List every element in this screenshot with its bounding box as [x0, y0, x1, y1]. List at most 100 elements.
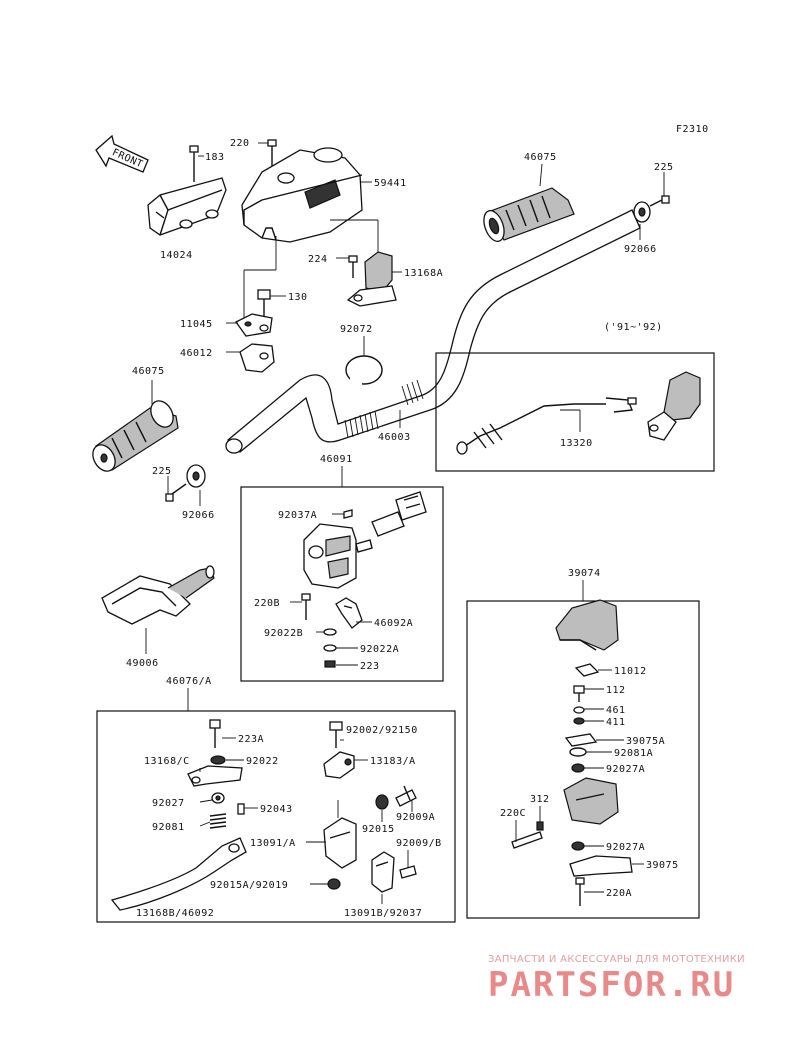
clamp-11045	[235, 313, 273, 337]
bushing-92027a-bot	[571, 841, 585, 851]
label-312: 312	[530, 794, 550, 805]
lever-box-46076a	[96, 710, 456, 923]
bolt-223a	[209, 719, 221, 748]
bushing-92027a-top	[571, 763, 585, 773]
bolt-220a	[575, 877, 585, 906]
label-223a: 223A	[238, 734, 264, 745]
label-13091a: 13091/A	[250, 838, 296, 849]
label-39075: 39075	[646, 860, 679, 871]
figure-code: F2310	[676, 124, 709, 135]
lever-13168b	[110, 837, 247, 911]
weight-92066-top	[633, 201, 651, 223]
label-92022: 92022	[246, 756, 279, 767]
label-92002: 92002/92150	[346, 725, 418, 736]
bolt-220c	[511, 831, 543, 849]
label-46092a: 46092A	[374, 618, 413, 629]
label-92043: 92043	[260, 804, 293, 815]
label-92027a-bot: 92027A	[606, 842, 645, 853]
bolt-92002	[329, 721, 343, 748]
label-92027a-top: 92027A	[606, 764, 645, 775]
label-13168a: 13168A	[404, 268, 443, 279]
grip-46075-top	[483, 187, 575, 242]
label-92009a: 92009A	[396, 812, 435, 823]
label-46076a: 46076/A	[166, 676, 212, 687]
label-13168b: 13168B/46092	[136, 908, 214, 919]
label-224: 224	[308, 254, 328, 265]
label-223: 223	[360, 661, 380, 672]
label-92066-left: 92066	[182, 510, 215, 521]
watermark-tagline: ЗАПЧАСТИ И АКСЕССУАРЫ ДЛЯ МОТОТЕХНИКИ	[488, 954, 745, 965]
label-92022a: 92022A	[360, 644, 399, 655]
bolt-183	[189, 145, 199, 182]
switch-housing-46091	[303, 491, 427, 589]
label-130: 130	[288, 292, 308, 303]
label-92022b: 92022B	[264, 628, 303, 639]
bolt-225-top	[649, 195, 670, 207]
screw-92037a	[343, 509, 353, 519]
clip-92072	[345, 355, 383, 386]
grip-46075-left	[92, 400, 179, 472]
washer-92022a	[323, 644, 337, 652]
bolt-92009a	[395, 785, 417, 807]
bolt-112	[573, 685, 585, 702]
washer-411	[573, 717, 585, 725]
label-92027: 92027	[152, 798, 185, 809]
holder-13091b	[371, 851, 395, 893]
label-39074: 39074	[568, 568, 601, 579]
leader-lines	[145, 142, 665, 904]
cover-39074	[555, 599, 619, 651]
label-183: 183	[205, 152, 225, 163]
label-112: 112	[606, 685, 626, 696]
holder-46012	[239, 343, 275, 373]
label-14024: 14024	[160, 250, 193, 261]
label-92037a: 92037A	[278, 510, 317, 521]
label-39075a: 39075A	[626, 736, 665, 747]
label-92072: 92072	[340, 324, 373, 335]
lever-46092a	[335, 597, 363, 629]
bracket-13183a	[323, 751, 355, 779]
weight-92066-left	[186, 464, 206, 488]
spring-92081	[209, 813, 227, 829]
front-arrow-icon: FRONT	[95, 134, 149, 173]
label-49006: 49006	[126, 658, 159, 669]
lever-39075	[569, 855, 633, 877]
nut-92015a	[327, 878, 341, 890]
bolt-220b	[301, 593, 311, 620]
washer-461	[573, 706, 585, 714]
pin-92043	[237, 803, 245, 815]
label-46003: 46003	[378, 432, 411, 443]
plate-11012	[574, 663, 600, 677]
label-13183a: 13183/A	[370, 756, 416, 767]
label-225-top: 225	[654, 162, 674, 173]
bushing-92027	[211, 792, 225, 804]
label-46075-left: 46075	[132, 366, 165, 377]
plate-39075a	[564, 733, 598, 747]
watermark-brand: PARTSFOR.RU	[488, 965, 735, 1005]
throttle-cable-13320	[456, 371, 701, 455]
label-92081: 92081	[152, 822, 185, 833]
label-46091: 46091	[320, 454, 353, 465]
handlebar-46003	[225, 209, 641, 454]
label-13091b: 13091B/92037	[344, 908, 422, 919]
washer-92015	[375, 794, 389, 810]
holder-13091a	[323, 817, 357, 869]
nut-223	[324, 660, 336, 668]
label-46075-top: 46075	[524, 152, 557, 163]
label-220a: 220A	[606, 888, 632, 899]
spring-92081a	[569, 747, 587, 757]
label-13168c: 13168/C	[144, 756, 190, 767]
label-461: 461	[606, 705, 626, 716]
label-225-left: 225	[152, 466, 172, 477]
label-92009b: 92009/B	[396, 838, 442, 849]
screw-312	[536, 821, 544, 831]
label-13320: 13320	[560, 438, 593, 449]
label-220c: 220C	[500, 808, 526, 819]
washer-92022b	[323, 628, 337, 636]
bracket-13168c	[187, 765, 243, 787]
lever-body-39074	[563, 777, 619, 825]
bolt-224	[348, 255, 358, 278]
bolt-220	[267, 139, 277, 166]
label-220: 220	[230, 138, 250, 149]
label-92066-top: 92066	[624, 244, 657, 255]
